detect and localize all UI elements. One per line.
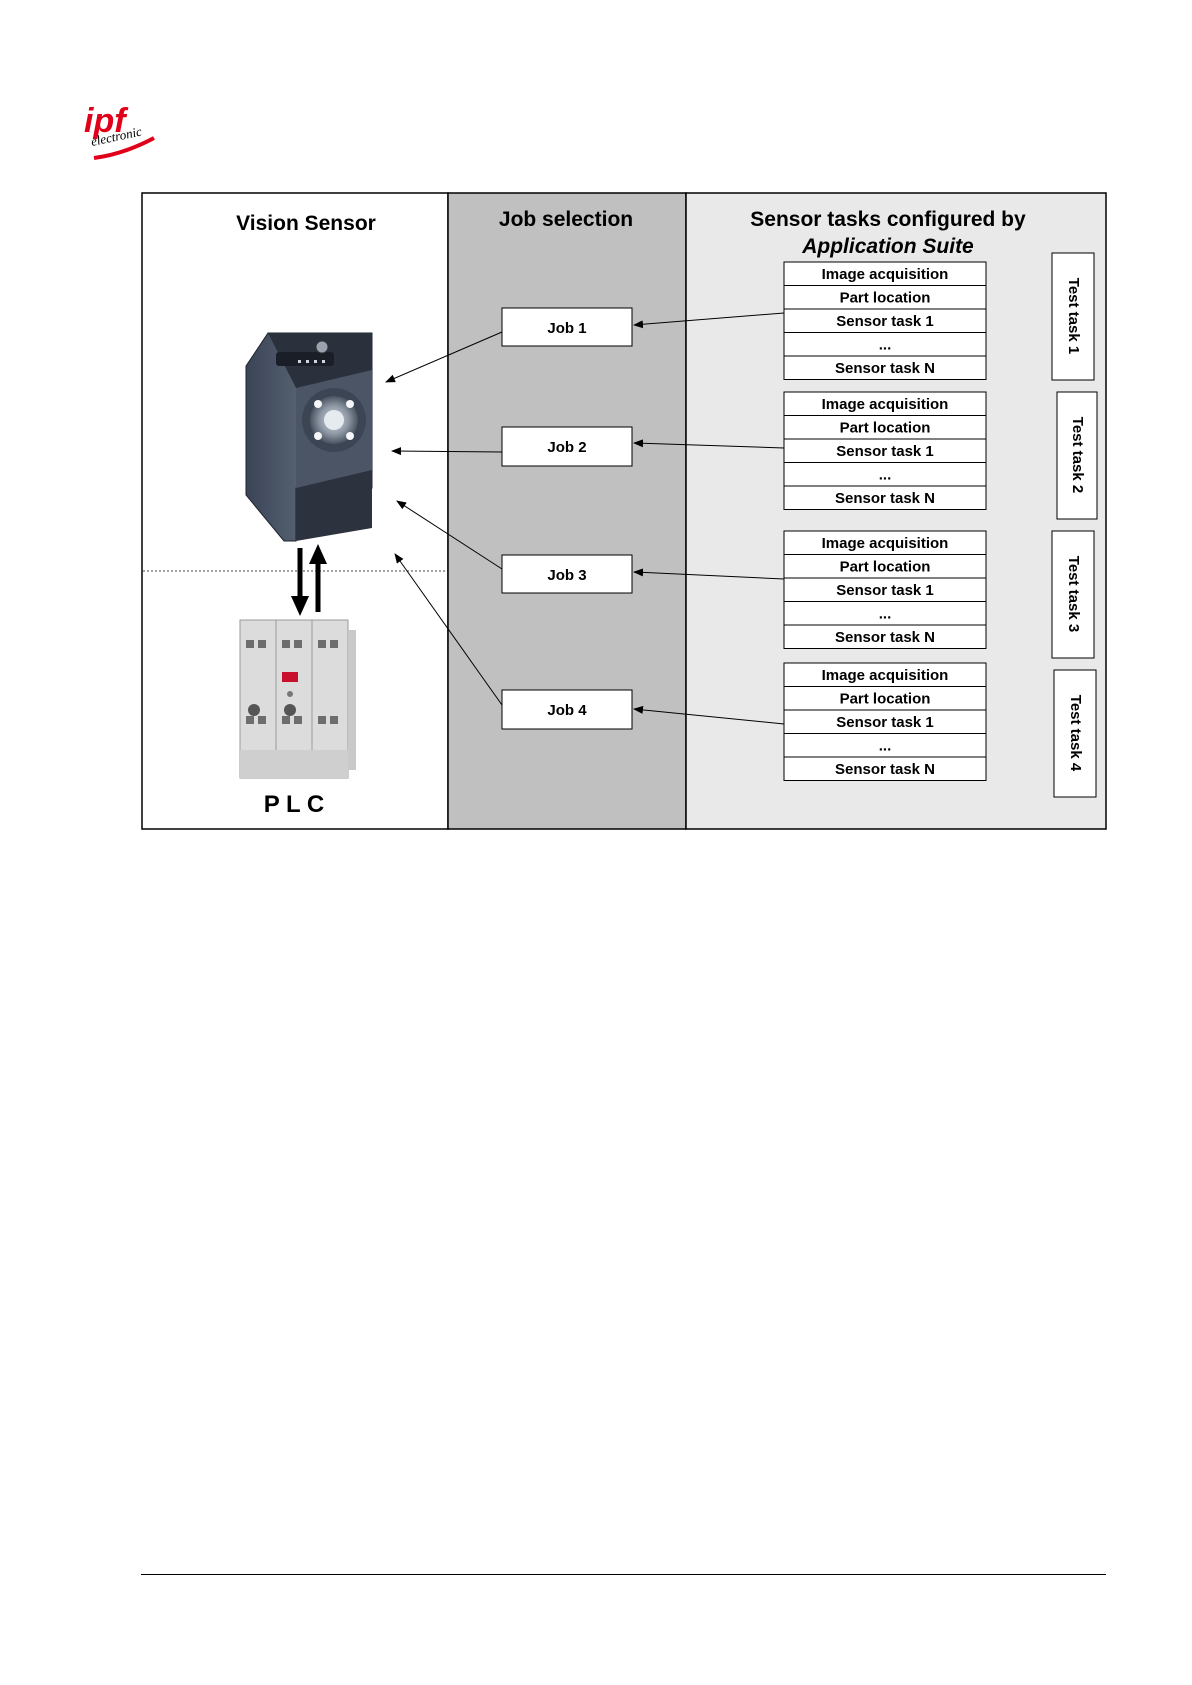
- task-row-cell: [783, 485, 987, 510]
- task-row-label: ...: [879, 336, 892, 353]
- task-row-label: Part location: [840, 419, 931, 436]
- arrow-tasks3-job3: [633, 568, 785, 580]
- job-box-2: Job 2: [501, 426, 633, 467]
- header-sensor-tasks: Sensor tasks configured by: [750, 208, 1026, 231]
- sensor-plc-communication-arrows: [291, 544, 327, 616]
- job-box-4: Job 4: [501, 689, 633, 730]
- arrow-job1-sensor: [385, 331, 503, 383]
- task-row-label: Image acquisition: [822, 667, 949, 684]
- arrow-tasks2-job2: [633, 439, 785, 449]
- plc-label: P L C: [264, 791, 324, 818]
- arrow-tasks1-job1: [633, 312, 785, 329]
- tasks-to-job-arrows: [633, 312, 785, 725]
- test-task-text: Test task 4: [1067, 695, 1084, 772]
- vision-sensor-camera-image: [245, 332, 373, 542]
- job-to-sensor-arrows: [385, 331, 503, 706]
- plc-module-image: [239, 619, 356, 779]
- job-box-1: Job 1: [501, 307, 633, 347]
- task-row-label: ...: [879, 737, 892, 754]
- task-row-label: Sensor task 1: [836, 443, 934, 460]
- footer-rule: [141, 1574, 1106, 1575]
- task-row-label: Image acquisition: [822, 535, 949, 552]
- job-selection-column: [447, 192, 687, 830]
- task-row-label: Sensor task N: [835, 360, 935, 377]
- task-row-label: ...: [879, 466, 892, 483]
- task-row-cell: [783, 756, 987, 781]
- task-row-label: Part location: [840, 289, 931, 306]
- task-row-label: Part location: [840, 690, 931, 707]
- job-label: Job 3: [547, 567, 586, 584]
- task-row-label: Sensor task N: [835, 761, 935, 778]
- job-label: Job 1: [547, 320, 586, 337]
- task-row-label: Sensor task N: [835, 490, 935, 507]
- logo-swoosh: [93, 136, 155, 160]
- test-task-label-4: Test task 4: [1053, 669, 1097, 798]
- task-row-label: Image acquisition: [822, 396, 949, 413]
- test-task-label-2: Test task 2: [1056, 391, 1098, 520]
- test-task-text: Test task 2: [1069, 417, 1086, 493]
- test-task-label-3: Test task 3: [1051, 530, 1095, 659]
- arrow-job4-sensor: [394, 553, 503, 706]
- task-row-cell: [783, 624, 987, 649]
- task-row-label: Sensor task 1: [836, 313, 934, 330]
- ipf-electronic-logo: ipf electronic: [84, 102, 155, 160]
- arrow-tasks4-job4: [633, 705, 785, 725]
- test-task-label-1: Test task 1: [1051, 252, 1095, 381]
- job-label: Job 2: [547, 439, 586, 456]
- test-task-text: Test task 3: [1065, 556, 1082, 632]
- logo-brand: ipf: [84, 102, 129, 140]
- arrow-job2-sensor: [391, 447, 503, 456]
- header-application-suite: Application Suite: [801, 235, 974, 258]
- job-box-3: Job 3: [501, 554, 633, 594]
- task-row-label: Sensor task 1: [836, 714, 934, 731]
- task-row-cell: [783, 355, 987, 380]
- task-row-label: Sensor task N: [835, 629, 935, 646]
- task-row-label: Part location: [840, 558, 931, 575]
- header-job-selection: Job selection: [499, 208, 633, 231]
- task-row-label: Image acquisition: [822, 266, 949, 283]
- job-label: Job 4: [547, 702, 587, 719]
- header-vision-sensor: Vision Sensor: [236, 212, 376, 235]
- test-task-text: Test task 1: [1065, 278, 1082, 354]
- arrow-job3-sensor: [396, 500, 503, 570]
- task-row-label: Sensor task 1: [836, 582, 934, 599]
- task-row-label: ...: [879, 605, 892, 622]
